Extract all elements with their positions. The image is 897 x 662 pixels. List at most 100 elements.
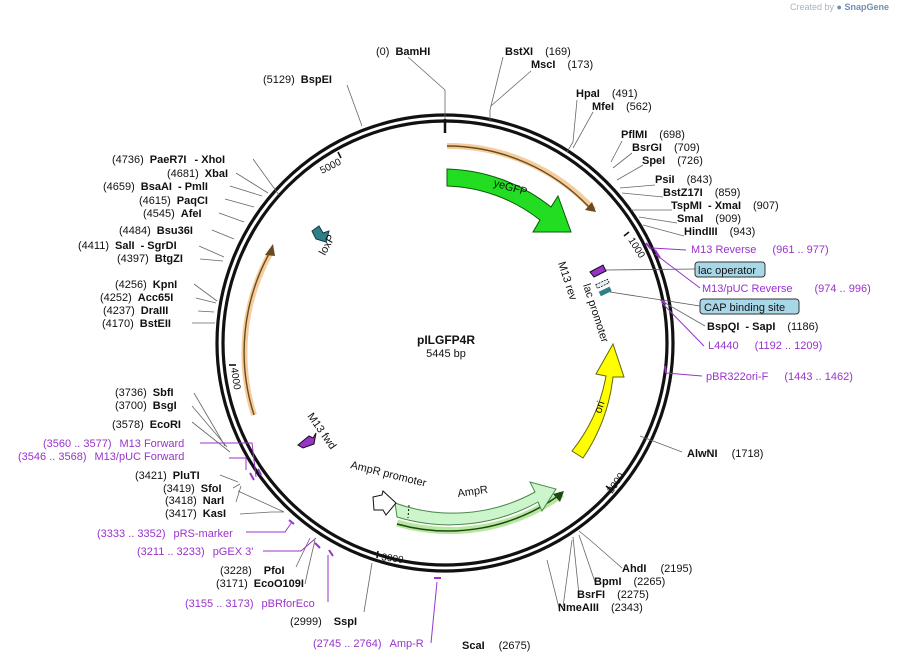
site-pos: (2343) — [611, 602, 643, 614]
site-name-2: SapI — [752, 321, 775, 333]
site-ecori: (3578)EcoRI — [112, 419, 181, 431]
svg-text:(3155 .. 3173)pBRforEco: (3155 .. 3173)pBRforEco — [185, 598, 315, 610]
svg-text:(4252)Acc65I: (4252)Acc65I — [100, 292, 173, 304]
site-pos: (3228) — [220, 565, 252, 577]
cap-binding-site-box: CAP binding site — [609, 291, 800, 315]
site-name: PaqCI — [177, 195, 208, 207]
site-name: BpmI — [594, 576, 622, 588]
site-name: NmeAIII — [558, 602, 599, 614]
orf-arc-top-line — [446, 145, 590, 208]
primer-name: M13 Reverse — [691, 244, 756, 256]
tick-label-3000: 3000 — [381, 552, 405, 566]
site-bstxi: BstXI (169) — [505, 46, 571, 58]
orf-arrowhead-left — [265, 244, 275, 256]
site-bsu36i: (4484)Bsu36I — [119, 225, 193, 237]
orf-arrowhead-top — [585, 202, 596, 212]
site-name: PluTI — [173, 470, 200, 482]
primer-l4440: L4440(1192 .. 1209) — [708, 340, 822, 352]
site-paer7i-xhoi: (4736)PaeR7I- XhoI — [112, 154, 225, 166]
svg-text:AlwNI(1718): AlwNI(1718) — [687, 448, 763, 460]
svg-text:(5129)BspEI: (5129)BspEI — [263, 74, 332, 86]
svg-text:(2745 .. 2764)Amp-R: (2745 .. 2764)Amp-R — [313, 638, 424, 650]
primer-name: pGEX 3' — [213, 546, 254, 558]
svg-text:BstZ17I(859): BstZ17I(859) — [663, 187, 740, 199]
site-hpai: HpaI(491) — [576, 88, 638, 100]
site-name: SspI — [334, 616, 357, 628]
svg-text:(4484)Bsu36I: (4484)Bsu36I — [119, 225, 193, 237]
site-name: AlwNI — [687, 448, 718, 460]
svg-text:(4736)PaeR7I- XhoI: (4736)PaeR7I- XhoI — [112, 154, 225, 166]
site-name: KasI — [203, 508, 226, 520]
site-name: SmaI — [677, 213, 703, 225]
site-nari: (3418) NarI — [165, 495, 224, 507]
svg-text:(4615)PaqCI: (4615)PaqCI — [139, 195, 208, 207]
svg-text:(3421)PluTI: (3421)PluTI — [135, 470, 200, 482]
site-sfoi: (3419)SfoI — [163, 483, 222, 495]
primer-name: Amp-R — [390, 638, 424, 650]
primer-m13-reverse: M13 Reverse(961 .. 977) — [691, 244, 829, 256]
site-name: NarI — [203, 495, 224, 507]
site-name: PflMI — [621, 129, 647, 141]
site-alwni: AlwNI(1718) — [687, 448, 763, 460]
svg-text:BsrFI(2275): BsrFI(2275) — [577, 589, 649, 601]
site-name: HpaI — [576, 88, 600, 100]
primer-m13-forward: (3560 .. 3577)M13 Forward — [43, 438, 184, 450]
site-pos: (3700) — [115, 400, 147, 412]
site-smai: SmaI(909) — [677, 213, 741, 225]
site-pos: (2275) — [617, 589, 649, 601]
site-sali-sgrdi: (4411)SalI- SgrDI — [78, 240, 177, 252]
primer-pbr322ori-f: pBR322ori-F(1443 .. 1462) — [706, 371, 853, 383]
svg-text:(4256)KpnI: (4256)KpnI — [115, 279, 177, 291]
svg-text:SpeI(726): SpeI(726) — [642, 155, 703, 167]
site-kpni: (4256)KpnI — [115, 279, 177, 291]
m13-rev-label: M13 rev — [555, 260, 579, 302]
site-pos: (173) — [567, 59, 593, 71]
svg-text:(4170)BstEII: (4170)BstEII — [102, 318, 171, 330]
site-name: AhdI — [622, 563, 646, 575]
svg-text:pBR322ori-F(1443 .. 1462): pBR322ori-F(1443 .. 1462) — [706, 371, 853, 383]
site-ahdi: AhdI (2195) — [622, 563, 692, 575]
svg-text:ScaI(2675): ScaI(2675) — [462, 640, 530, 652]
site-name: BstXI — [505, 46, 533, 58]
ori-feature-arrow — [571, 342, 625, 459]
site-pos: (907) — [753, 200, 779, 212]
primer-m13-puc-reverse: M13/pUC Reverse(974 .. 996) — [702, 283, 871, 295]
svg-text:MscI(173): MscI(173) — [531, 59, 593, 71]
site-name: SbfI — [153, 387, 174, 399]
svg-text:(3418)NarI: (3418) NarI — [165, 495, 224, 507]
tick-3000: 3000 — [376, 550, 405, 566]
cap-site-mark — [598, 286, 612, 297]
snapgene-logo-icon: ● — [836, 2, 842, 12]
site-pos: (4237) — [103, 305, 135, 317]
site-xbai: (4681)XbaI — [167, 168, 228, 180]
site-name: SfoI — [201, 483, 222, 495]
site-spei: SpeI(726) — [642, 155, 703, 167]
svg-text:(2999)SspI: (2999)SspI — [290, 616, 357, 628]
site-name: KpnI — [153, 279, 177, 291]
primer-name: M13/pUC Reverse — [702, 283, 792, 295]
site-pos: (726) — [677, 155, 703, 167]
site-leader-lines — [191, 56, 706, 613]
site-name: BamHI — [395, 46, 430, 58]
site-kasi: (3417)KasI — [165, 508, 226, 520]
primer-range: (3333 .. 3352) — [97, 528, 166, 540]
site-bsaai-pmli: (4659)BsaAI- PmlI — [103, 181, 208, 193]
site-pos: (2195) — [660, 563, 692, 575]
site-name: SalI — [115, 240, 135, 252]
svg-text:(3736)SbfI: (3736)SbfI — [115, 387, 174, 399]
site-paqci: (4615)PaqCI — [139, 195, 208, 207]
svg-text:PflMI(698): PflMI(698) — [621, 129, 685, 141]
lac-operator-label: lac operator — [698, 265, 756, 277]
svg-text:BsrGI(709): BsrGI(709) — [632, 142, 700, 154]
site-name: DraIII — [141, 305, 169, 317]
svg-text:(3333 .. 3352)pRS-marker: (3333 .. 3352)pRS-marker — [97, 528, 233, 540]
site-afei: (4545)AfeI — [143, 208, 202, 220]
m13-fwd-arrow — [297, 432, 317, 449]
site-name: Bsu36I — [157, 225, 193, 237]
primer-name: pBRforEco — [262, 598, 315, 610]
site-pos: (3418) — [165, 495, 197, 507]
site-pos: (169) — [545, 46, 571, 58]
svg-text:(4237)DraIII: (4237) DraIII — [103, 305, 168, 317]
site-pos: (4659) — [103, 181, 135, 193]
site-name: ScaI — [462, 640, 485, 652]
